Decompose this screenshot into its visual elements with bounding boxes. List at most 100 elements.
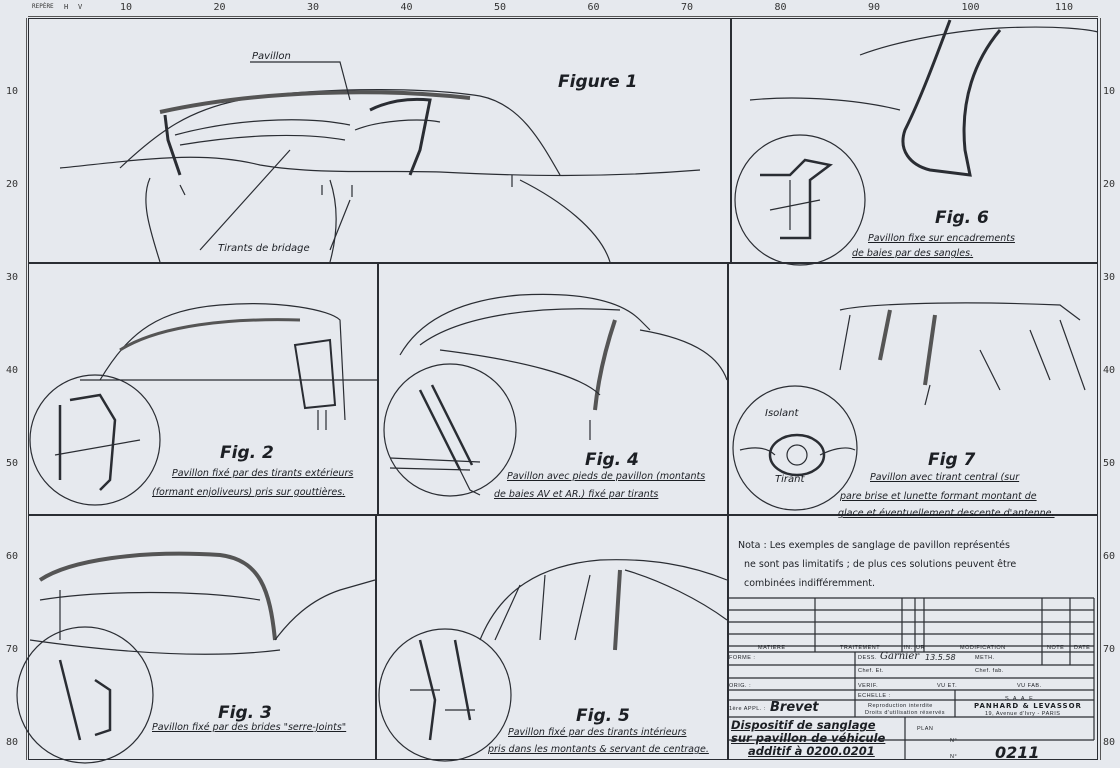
figure5-title: Fig. 5: [576, 706, 630, 726]
figure1-label-pavillon: Pavillon: [252, 51, 291, 62]
ruler-number: 70: [1103, 644, 1116, 655]
figure2-caption: Pavillon fixé par des tirants extérieurs: [172, 468, 354, 479]
tb-dess-date: 13.5.58: [925, 653, 956, 662]
tb-no-label: N°: [950, 738, 958, 744]
tb-matiere: MATIERE: [758, 645, 786, 651]
divider: [377, 262, 379, 514]
figure2-title: Fig. 2: [220, 443, 274, 463]
ruler-number: 50: [1103, 458, 1116, 469]
ruler-number: 90: [868, 2, 881, 13]
figure4-caption: Pavillon avec pieds de pavillon (montant…: [507, 471, 706, 482]
ruler-number: 10: [6, 86, 19, 97]
ruler-number: 80: [1103, 737, 1116, 748]
figure3-sketch: [16, 551, 376, 764]
tb-verif: VERIF.: [858, 683, 879, 689]
divider: [28, 514, 1098, 516]
tb-note: NOTE: [1047, 645, 1065, 651]
tb-chef-fab: Chef. fab.: [975, 668, 1004, 674]
figure2-caption: (formant enjoliveurs) pris sur gouttière…: [152, 487, 346, 498]
tb-ur: UR: [916, 645, 925, 651]
ruler-number: 40: [400, 2, 413, 13]
tb-forme: FORME :: [729, 655, 756, 661]
tb-in: IN.: [904, 645, 913, 651]
figure4-title: Fig. 4: [585, 450, 639, 470]
ruler-v-label: V: [78, 3, 83, 11]
ruler-number: 50: [494, 2, 507, 13]
divider: [375, 514, 377, 760]
tb-number: 0211: [995, 743, 1040, 762]
tb-signature: Garnier: [880, 651, 920, 662]
tb-no-label: N°: [950, 754, 958, 760]
tb-repro: Reproduction interdite: [868, 703, 933, 709]
figure1-label-tirants: Tirants de bridage: [218, 243, 310, 254]
left-ruler: 10 20 30 40 50 60 70 80: [4, 18, 27, 760]
tb-dess: DESS.: [858, 655, 878, 661]
figure3-title: Fig. 3: [218, 703, 272, 723]
ruler-number: 30: [1103, 272, 1116, 283]
ruler-number: 20: [6, 179, 19, 190]
ruler-number: 70: [681, 2, 694, 13]
ruler-number: 100: [961, 2, 980, 13]
ruler-number: 10: [1103, 86, 1116, 97]
ruler-number: 40: [6, 365, 19, 376]
figure1-title: Figure 1: [558, 72, 638, 92]
figure7-sketch: [732, 302, 1086, 511]
tb-company-name: PANHARD & LEVASSOR: [974, 702, 1082, 710]
ruler-number: 60: [6, 551, 19, 562]
tb-vu-fab: VU FAB.: [1017, 683, 1042, 689]
drawing-frame: [28, 18, 1098, 760]
ruler-repere-label: REPÈRE: [32, 3, 54, 10]
ruler-number: 40: [1103, 365, 1116, 376]
ruler-number: 60: [587, 2, 600, 13]
figure2-sketch: [29, 303, 378, 506]
figure4-caption: de baies AV et AR.) fixé par tirants: [494, 489, 659, 500]
figure7-caption: Pavillon avec tirant central (sur: [870, 472, 1020, 483]
title-block-grid: [727, 597, 1095, 760]
divider: [28, 262, 1098, 264]
ruler-number: 30: [6, 272, 19, 283]
tb-plan: PLAN: [917, 726, 934, 732]
figure4-sketch: [383, 293, 728, 497]
figure1-sketch: [59, 61, 701, 263]
figure7-label-tirant: Tirant: [775, 474, 805, 485]
ruler-number: 20: [213, 2, 226, 13]
figure7-title: Fig 7: [928, 450, 976, 470]
tb-chef-et: Chef. Et.: [858, 668, 884, 674]
figure5-sketch: [378, 559, 728, 762]
divider: [730, 18, 732, 262]
figure6-sketch: [734, 19, 1099, 266]
tb-modification: MODIFICATION: [960, 645, 1006, 651]
tb-vu-et: VU ET.: [937, 683, 958, 689]
tb-appl-label: 1ère APPL. :: [729, 706, 766, 712]
figure3-caption: Pavillon fixé par des brides "serre-Join…: [152, 722, 347, 733]
figure6-title: Fig. 6: [935, 208, 989, 228]
figure7-caption: glace et éventuellement descente d'anten…: [838, 508, 1055, 519]
ruler-number: 10: [120, 2, 133, 13]
ruler-h-label: H: [64, 3, 69, 11]
top-ruler: REPÈRE H V 10 20 30 40 50 60 70 80 90 100 110: [28, 2, 1098, 17]
ruler-number: 110: [1055, 2, 1074, 13]
tb-title: Dispositif de sanglage: [731, 718, 876, 732]
ruler-number: 50: [6, 458, 19, 469]
ruler-number: 80: [6, 737, 19, 748]
figure6-caption: de baies par des sangles.: [852, 248, 974, 259]
divider: [727, 262, 729, 760]
figure5-caption: Pavillon fixé par des tirants intérieurs: [508, 727, 687, 738]
nota-line: ne sont pas limitatifs ; de plus ces sol…: [744, 559, 1017, 570]
ruler-number: 30: [307, 2, 320, 13]
ruler-number: 80: [774, 2, 787, 13]
tb-meth: METH.: [975, 655, 995, 661]
figure7-label-isolant: Isolant: [765, 408, 799, 419]
tb-company: S. A. A. E.: [1005, 696, 1036, 702]
ruler-number: 70: [6, 644, 19, 655]
ruler-number: 60: [1103, 551, 1116, 562]
tb-date: DATE: [1074, 645, 1091, 651]
figure6-caption: Pavillon fixe sur encadrements: [868, 233, 1015, 244]
tb-traitement: TRAITEMENT: [840, 645, 881, 651]
tb-repro: Droits d'utilisation réservés: [865, 710, 946, 716]
nota-line: combinées indifféremment.: [744, 578, 876, 589]
tb-title: additif à 0200.0201: [748, 744, 875, 758]
